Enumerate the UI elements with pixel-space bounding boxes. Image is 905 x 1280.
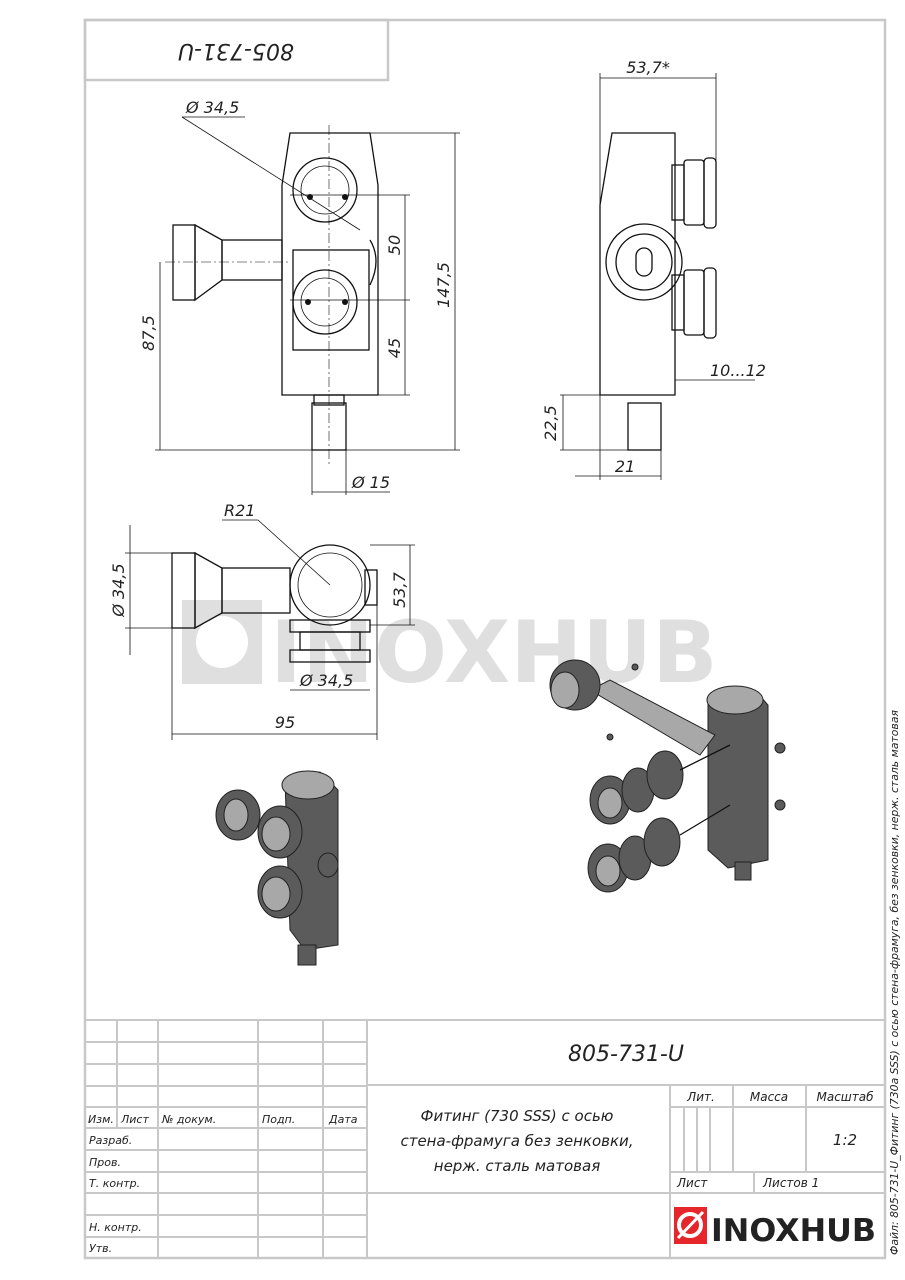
part-name-line-2: стена-фрамуга без зенковки,: [400, 1132, 633, 1150]
header-doc-no: № докум.: [161, 1113, 216, 1126]
dim-87-5: 87,5: [139, 315, 158, 351]
sheet-frame: [83, 18, 887, 1260]
dim-95: 95: [275, 713, 295, 732]
header-date: Дата: [328, 1113, 358, 1126]
scale-label: Масштаб: [816, 1090, 874, 1104]
side-view: 53,7* 10...12 22,5 21: [541, 58, 766, 480]
lit-label: Лит.: [686, 1090, 715, 1104]
mirrored-designation: 805-731-U: [178, 38, 294, 63]
dim-147-5: 147,5: [434, 262, 453, 308]
sheet-label: Лист: [676, 1176, 708, 1190]
dim-dia-34-5-bottom: Ø 34,5: [299, 671, 353, 690]
dim-45: 45: [385, 338, 404, 358]
role-nkontr: Н. контр.: [89, 1221, 142, 1234]
dim-21: 21: [615, 457, 635, 476]
dim-53-7-star: 53,7*: [626, 58, 670, 77]
designation: 805-731-U: [568, 1042, 684, 1067]
file-name-note: Файл: 805-731-U_Фитинг (730a SSS) с осью…: [888, 710, 901, 1255]
role-tkontr: Т. контр.: [89, 1177, 140, 1190]
dim-dia-34-5: Ø 34,5: [185, 98, 239, 117]
dim-dia-15: Ø 15: [351, 473, 390, 492]
mass-label: Масса: [750, 1090, 788, 1104]
dim-22-5: 22,5: [541, 405, 560, 441]
front-view: Ø 34,5 50 45 147,5 87,5 Ø 15: [139, 98, 460, 495]
sheets-count: Листов 1: [762, 1176, 819, 1190]
header-list: Лист: [120, 1113, 149, 1126]
isometric-assembled-view: [215, 770, 339, 966]
dim-dia-34-5-left: Ø 34,5: [109, 563, 128, 617]
watermark: INOXHUB: [182, 600, 718, 703]
isometric-exploded-view: [549, 659, 786, 893]
scale-value: 1:2: [833, 1131, 857, 1149]
role-utv: Утв.: [89, 1242, 112, 1255]
part-name-line-3: нерж. сталь матовая: [434, 1157, 600, 1175]
part-name-line-1: Фитинг (730 SSS) с осью: [421, 1107, 614, 1125]
dim-r21: R21: [224, 501, 255, 520]
dim-50: 50: [385, 235, 404, 255]
title-block: 805-731-U Фитинг (730 SSS) с осью стена-…: [85, 1019, 885, 1258]
top-view: R21 Ø 34,5 53,7 Ø 34,5 95: [109, 501, 415, 740]
dim-10-12: 10...12: [710, 361, 766, 380]
role-prov: Пров.: [89, 1156, 121, 1169]
role-razrab: Разраб.: [89, 1134, 132, 1147]
header-sign: Подп.: [262, 1113, 295, 1126]
mirrored-stamp: 805-731-U: [83, 18, 390, 82]
dim-53-7: 53,7: [390, 571, 409, 607]
header-izm: Изм.: [88, 1113, 114, 1126]
inoxhub-logo: INOXHUB: [674, 1207, 876, 1249]
logo-text: INOXHUB: [711, 1213, 876, 1249]
